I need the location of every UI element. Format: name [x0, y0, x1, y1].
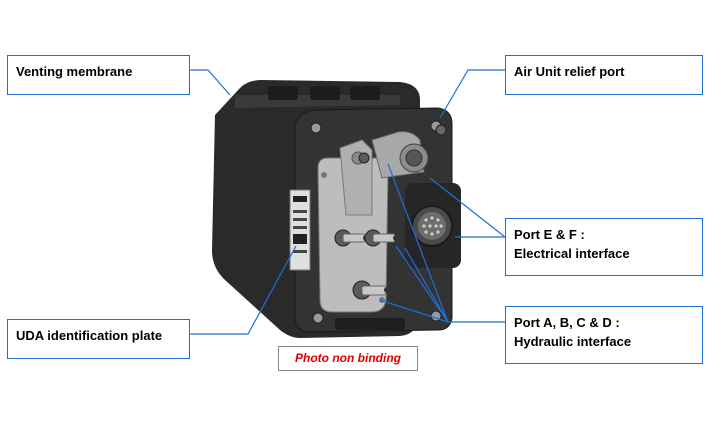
photo-disclaimer: Photo non binding: [278, 346, 418, 371]
air-relief-connector: [371, 124, 447, 179]
mounting-base: [335, 318, 405, 330]
air-relief-port-label: Air Unit relief port: [514, 64, 625, 79]
callout-air-relief-port: Air Unit relief port: [505, 55, 703, 95]
callout-hydraulic-interface: Port A, B, C & D : Hydraulic interface: [505, 306, 703, 364]
identification-plate: [289, 189, 311, 271]
port-ef-description: Electrical interface: [514, 246, 630, 261]
callout-electrical-interface: Port E & F : Electrical interface: [505, 218, 703, 276]
callout-uda-plate: UDA identification plate: [7, 319, 190, 359]
port-ef-title: Port E & F :: [514, 227, 585, 242]
photo-disclaimer-text: Photo non binding: [295, 351, 401, 365]
leader-lines: [190, 69, 506, 335]
port-abcd-title: Port A, B, C & D :: [514, 315, 620, 330]
venting-membrane-label: Venting membrane: [16, 64, 133, 79]
hydraulic-fittings: [334, 152, 399, 300]
uda-plate-label: UDA identification plate: [16, 328, 163, 343]
callout-venting-membrane: Venting membrane: [7, 55, 190, 95]
port-abcd-description: Hydraulic interface: [514, 334, 632, 349]
